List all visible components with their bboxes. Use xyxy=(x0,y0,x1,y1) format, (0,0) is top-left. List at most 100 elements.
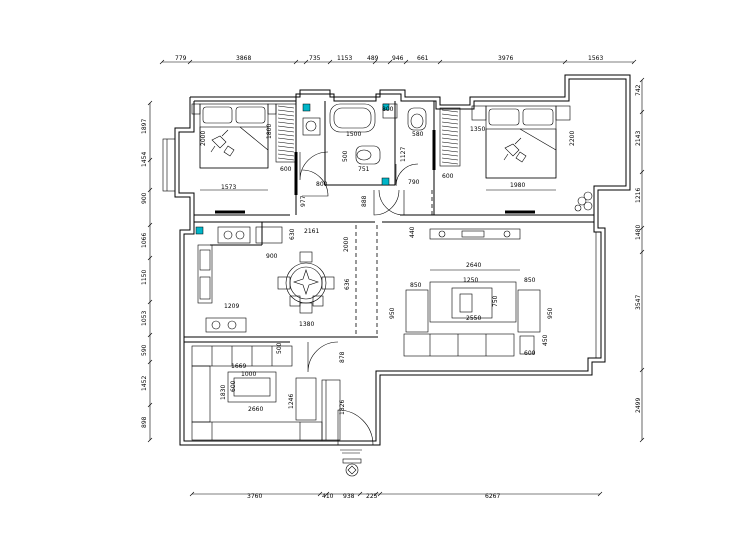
bedding-pattern-left xyxy=(210,129,235,157)
dim-kit-c: 1209 xyxy=(224,303,239,310)
dimension-tick xyxy=(562,59,568,65)
dim-bottom-938: 938 xyxy=(343,493,355,500)
dim-lr2-1000: 1000 xyxy=(241,371,256,378)
dim-top-1563: 1563 xyxy=(588,55,603,62)
hanger-line xyxy=(441,117,459,121)
dim-bath-tub: 1500 xyxy=(346,131,361,138)
hanger-line xyxy=(277,117,295,121)
doors xyxy=(299,151,419,446)
dim-left-1454: 1454 xyxy=(141,152,148,167)
dimension-tick xyxy=(147,359,153,365)
left-dimensions: 1897 1454 900 1066 1150 1053 590 1452 89… xyxy=(141,119,148,428)
dim-bed1-len: 1573 xyxy=(221,184,236,191)
dim-liv-600: 600 xyxy=(524,350,536,357)
dimension-tick xyxy=(639,367,645,373)
dimension-tick xyxy=(317,491,323,497)
dim-liv-450: 450 xyxy=(542,334,549,346)
dim-bed2-h: 2200 xyxy=(569,131,576,146)
dim-977: 977 xyxy=(300,195,307,207)
hanger-line xyxy=(441,141,459,145)
dimension-tick xyxy=(357,491,363,497)
dim-right-1216: 1216 xyxy=(635,188,642,203)
dim-liv-750: 750 xyxy=(492,295,499,307)
hanger-line xyxy=(277,153,295,157)
dimension-tick xyxy=(437,59,443,65)
hanger-line xyxy=(441,137,459,141)
dimension-tick xyxy=(303,59,309,65)
dim-left-900: 900 xyxy=(141,192,148,204)
dimension-tick xyxy=(159,59,165,65)
dimension-tick xyxy=(293,59,299,65)
exterior-walls xyxy=(162,74,631,446)
hanger-line xyxy=(277,113,295,117)
dim-wardrobe2: 600 xyxy=(442,173,454,180)
dashed-partitions xyxy=(355,190,433,335)
dim-bottom-3760: 3760 xyxy=(247,493,262,500)
dimension-tick xyxy=(147,299,153,305)
dimension-ticks xyxy=(147,59,645,497)
dim-din-c: 636 xyxy=(344,278,351,290)
dim-top-489: 489 xyxy=(367,55,379,62)
hanger-line xyxy=(441,129,459,133)
dimension-lines xyxy=(149,61,643,495)
dim-liv-950b: 950 xyxy=(547,307,554,319)
dimension-tick xyxy=(639,225,645,231)
dim-right-2499: 2499 xyxy=(635,398,642,413)
bedroom-left xyxy=(191,103,311,214)
dim-bottom-410: 410 xyxy=(322,493,334,500)
dim-tv-2640: 2640 xyxy=(466,262,481,269)
hanger-line xyxy=(441,133,459,137)
dimension-tick xyxy=(639,249,645,255)
dimension-tick xyxy=(147,255,153,261)
dimension-tick xyxy=(324,491,330,497)
bedroom-right xyxy=(439,105,593,214)
dimension-tick xyxy=(147,222,153,228)
hanger-line xyxy=(441,161,459,165)
dim-bed1-w: 2000 xyxy=(200,131,207,146)
dimension-tick xyxy=(327,59,333,65)
dim-bath-f: 790 xyxy=(408,179,420,186)
dim-top-779: 779 xyxy=(175,55,187,62)
hanger-line xyxy=(277,157,295,161)
dim-right-3547: 3547 xyxy=(635,295,642,310)
dim-tv-440: 440 xyxy=(409,226,416,238)
dimension-tick xyxy=(639,169,645,175)
dim-liv-950a: 950 xyxy=(389,307,396,319)
dim-bath-d: 1127 xyxy=(400,147,407,162)
dim-bath-e: 580 xyxy=(412,131,424,138)
hanger-line xyxy=(277,105,295,109)
dim-bath-a: 500 xyxy=(342,150,349,162)
hanger-line xyxy=(441,113,459,117)
dining xyxy=(277,251,335,314)
dim-top-946: 946 xyxy=(392,55,404,62)
hanger-line xyxy=(441,125,459,129)
dim-din-a: 2000 xyxy=(343,237,350,252)
dimension-tick xyxy=(639,437,645,443)
hanger-line xyxy=(277,125,295,129)
dimension-tick xyxy=(403,59,409,65)
hanger-line xyxy=(441,121,459,125)
dim-lr2-500: 500 xyxy=(276,342,283,354)
right-dimensions: 742 2143 1216 1480 3547 2499 xyxy=(635,84,642,413)
hanger-line xyxy=(441,153,459,157)
dim-liv-1250: 1250 xyxy=(463,277,478,284)
dim-top-735: 735 xyxy=(309,55,321,62)
dim-door-bed1: 800 xyxy=(316,181,328,188)
hanger-line xyxy=(441,157,459,161)
interior-walls xyxy=(184,101,594,343)
dim-top-3976: 3976 xyxy=(498,55,513,62)
dimension-tick xyxy=(372,59,378,65)
dimension-tick xyxy=(147,437,153,443)
dim-lr2-600: 600 xyxy=(230,380,237,392)
hanger-line xyxy=(441,149,459,153)
dim-left-1897: 1897 xyxy=(141,119,148,134)
hanger-line xyxy=(277,145,295,149)
dim-right-1480: 1480 xyxy=(635,225,642,240)
dim-left-1452: 1452 xyxy=(141,376,148,391)
dimension-tick xyxy=(189,491,195,497)
plant-icon xyxy=(574,191,593,212)
dim-liv-850a: 850 xyxy=(410,282,422,289)
inner-dimensions: 2000 1800 1573 600 800 977 1500 500 751 … xyxy=(200,106,576,415)
dimension-tick xyxy=(147,187,153,193)
